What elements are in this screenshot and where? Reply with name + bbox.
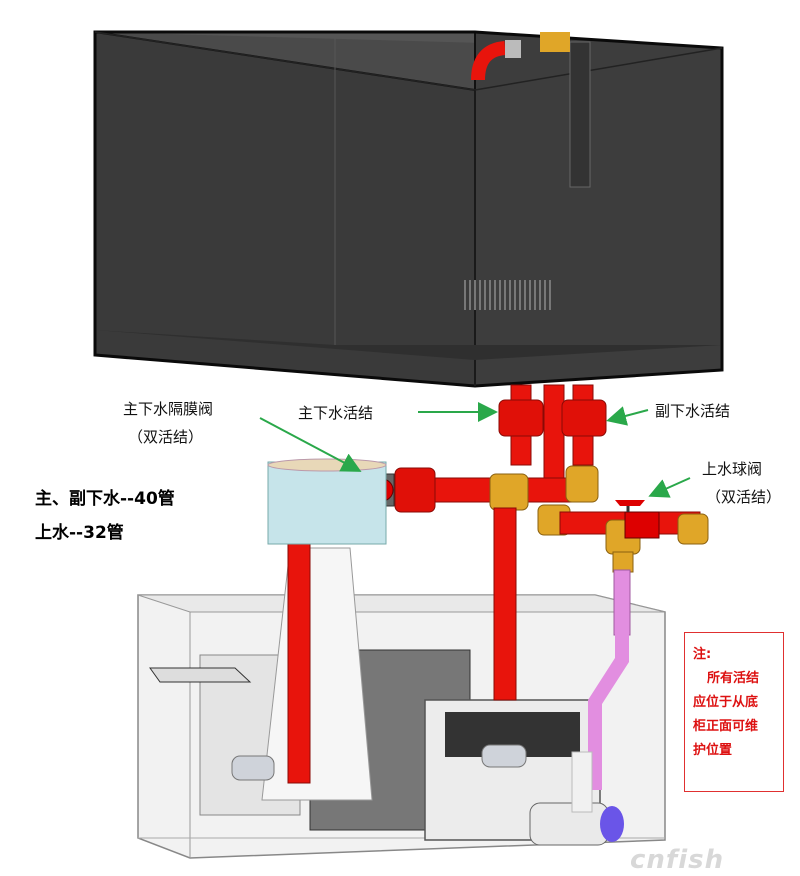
display-tank: [93, 30, 724, 388]
callout-arrows: [259, 402, 691, 498]
arrow-supply-ball-valve: [648, 477, 691, 498]
label-supply-ball-valve-note: （双活结）: [706, 488, 782, 506]
arrow-secondary-union: [606, 406, 649, 426]
note-line-1: 所有活结: [707, 671, 760, 686]
pipe-spec-drain: 主、副下水--40管: [35, 489, 175, 509]
label-secondary-union: 副下水活结: [655, 402, 731, 420]
note-title: 注:: [693, 647, 712, 662]
pipe-spec-supply: 上水--32管: [35, 523, 124, 543]
label-supply-ball-valve: 上水球阀: [702, 460, 763, 478]
note-line-4: 护位置: [693, 743, 733, 758]
note-line-3: 柜正面可维: [693, 719, 759, 734]
overflow-comb: [464, 280, 551, 310]
watermark: cnfish: [630, 845, 725, 875]
label-main-diaphragm-valve-note: （双活结）: [128, 428, 204, 446]
arrow-main-diaphragm-valve: [259, 417, 362, 472]
note-box: 注: 所有活结 应位于从底 柜正面可维 护位置: [684, 632, 784, 792]
label-main-union: 主下水活结: [298, 404, 374, 422]
note-line-2: 应位于从底: [693, 695, 759, 710]
label-main-diaphragm-valve: 主下水隔膜阀: [123, 400, 214, 418]
